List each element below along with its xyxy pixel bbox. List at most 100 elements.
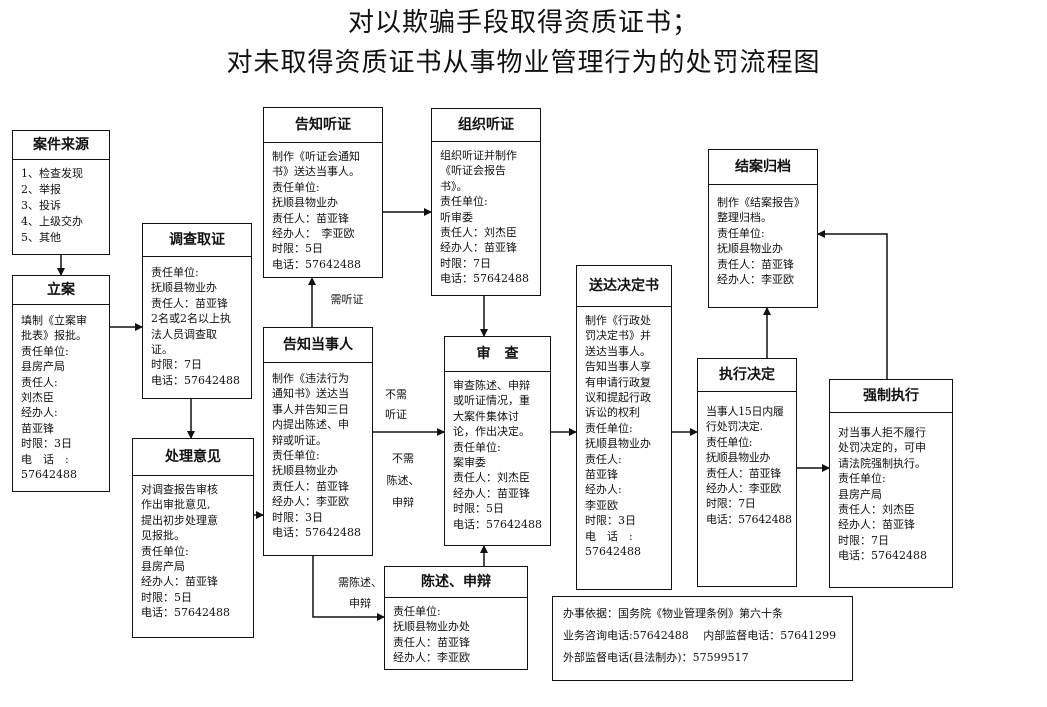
box-line: 制作《违法行为 — [272, 372, 349, 385]
box-statement-body: 责任单位:抚顺县物业办处责任人：苗亚锋经办人：李亚欧 — [385, 598, 527, 668]
box-line: 责任人：刘杰臣 — [838, 503, 915, 517]
box-line: 责任人: — [21, 375, 58, 389]
box-line: 县房产局 — [21, 360, 65, 374]
box-line: 抚顺县物业办 — [585, 437, 651, 451]
box-enforce-title: 强制执行 — [830, 380, 952, 413]
box-line: 县房产局 — [141, 560, 185, 574]
arrow-enforce-archive — [817, 230, 888, 379]
box-line: 电话：57642488 — [838, 549, 927, 563]
box-line: 处罚决定的，可申 — [838, 441, 926, 455]
box-line: 制作《结案报告》 — [717, 196, 805, 209]
box-organize-hearing-body: 组织听证并制作《听证会报告书》。责任单位:听审委责任人：刘杰臣经办人：苗亚锋时限… — [432, 142, 540, 289]
box-line: 议和提起行政 — [585, 391, 651, 405]
box-line: 电话：57642488 — [706, 512, 792, 526]
box-investigate-title: 调查取证 — [143, 224, 251, 257]
box-line: 经办人: — [585, 483, 622, 497]
box-line: 经办人：李亚欧 — [393, 651, 470, 665]
box-line: 责任单位: — [440, 195, 488, 209]
box-organize-hearing: 组织听证 组织听证并制作《听证会报告书》。责任单位:听审委责任人：刘杰臣经办人：… — [431, 108, 541, 296]
box-line: 抚顺县物业办 — [272, 196, 338, 210]
box-line: 时限：5日 — [141, 590, 192, 604]
box-line: 4、上级交办 — [21, 215, 83, 228]
box-case-source-title: 案件来源 — [13, 131, 109, 160]
box-line: 责任单位: — [272, 449, 320, 463]
box-line: 责任单位: — [706, 435, 753, 449]
box-line: 案审委 — [453, 456, 486, 470]
box-line: 事人并告知三日 — [272, 402, 349, 416]
box-line: 或听证情况，重 — [453, 394, 530, 408]
box-line: 制作《听证会通知 — [272, 150, 360, 163]
label-need-hearing: 需听证 — [330, 293, 364, 306]
box-line: 整理归档。 — [717, 211, 772, 225]
box-line: 责任单位: — [141, 544, 189, 558]
box-line: 责任人：刘杰臣 — [440, 226, 517, 240]
box-line: 书》送达当事人。 — [272, 165, 360, 179]
box-review-title: 审 查 — [445, 337, 550, 372]
box-line: 刘杰臣 — [21, 391, 54, 405]
note-basis: 办事依据：国务院《物业管理条例》第六十条 — [563, 607, 783, 620]
box-line: 制作《行政处 — [585, 314, 651, 327]
box-notify-party-body: 制作《违法行为通知书》送达当事人并告知三日内提出陈述、申辩或听证。责任单位:抚顺… — [264, 363, 372, 542]
box-line: 苗亚锋 — [585, 468, 618, 482]
box-line: 法人员调查取 — [151, 327, 217, 341]
title-line-2: 对未取得资质证书从事物业管理行为的处罚流程图 — [226, 48, 821, 78]
box-line: 电 话 : — [585, 529, 633, 543]
box-line: 电话：57642488 — [440, 272, 529, 286]
box-line: 电话：57642488 — [453, 517, 542, 531]
box-line: 责任单位: — [21, 344, 69, 358]
box-line: 经办人：李亚欧 — [717, 273, 794, 287]
box-line: 经办人：苗亚锋 — [141, 575, 218, 589]
box-line: 听审委 — [440, 210, 473, 224]
box-line: 经办人： 李亚欧 — [272, 227, 355, 241]
box-line: 2、举报 — [21, 183, 61, 196]
label-no-statement: 不需 陈述、 申辩 — [386, 452, 420, 509]
box-line: 时限：7日 — [151, 358, 202, 372]
box-opinion-body: 对调查报告审核作出审批意见,提出初步处理意见报批。责任单位:县房产局经办人：苗亚… — [133, 476, 253, 623]
box-line: 罚决定书》并 — [585, 329, 651, 343]
box-statement-title: 陈述、申辩 — [385, 567, 527, 598]
box-enforce: 强制执行 对当事人拒不履行处罚决定的，可申请法院强制执行。责任单位:县房产局责任… — [829, 379, 953, 588]
box-line: 经办人：苗亚锋 — [838, 518, 915, 532]
box-line: 抚顺县物业办处 — [393, 620, 470, 634]
box-opinion: 处理意见 对调查报告审核作出审批意见,提出初步处理意见报批。责任单位:县房产局经… — [132, 438, 254, 638]
box-line: 2名或2名以上执 — [151, 312, 231, 326]
box-notify-party-title: 告知当事人 — [264, 328, 372, 363]
box-line: 电话：57642488 — [151, 373, 240, 387]
box-deliver-decision-title: 送达决定书 — [577, 266, 671, 307]
box-line: 电 话 : — [21, 452, 69, 466]
box-line: 李亚欧 — [585, 498, 618, 512]
box-line: 大案件集体讨 — [453, 409, 519, 423]
box-archive-title: 结案归档 — [709, 150, 817, 185]
box-line: 时限：5日 — [272, 242, 323, 256]
box-line: 辩或听证。 — [272, 433, 327, 447]
box-archive: 结案归档 制作《结案报告》整理归档。责任单位:抚顺县物业办责任人：苗亚锋经办人：… — [708, 149, 818, 308]
box-notify-party: 告知当事人 制作《违法行为通知书》送达当事人并告知三日内提出陈述、申辩或听证。责… — [263, 327, 373, 556]
note-consult: 业务咨询电话:57642488 内部监督电话：57641299 — [563, 629, 837, 642]
box-line: 时限：7日 — [706, 497, 756, 511]
box-line: 县房产局 — [838, 487, 882, 501]
box-line: 经办人：李亚欧 — [272, 495, 349, 509]
box-line: 责任单位: — [151, 266, 199, 279]
box-opinion-title: 处理意见 — [133, 439, 253, 476]
box-line: 有申请行政复 — [585, 375, 651, 389]
box-review-body: 审查陈述、申辩或听证情况，重大案件集体讨论，作出决定。责任单位:案审委责任人：刘… — [445, 372, 550, 534]
label-no-hearing: 不需 听证 — [385, 388, 407, 421]
box-line: 时限：3日 — [21, 437, 72, 451]
arrow-notify-statement — [312, 556, 385, 621]
box-line: 内提出陈述、申 — [272, 418, 349, 432]
box-archive-body: 制作《结案报告》整理归档。责任单位:抚顺县物业办责任人：苗亚锋经办人：李亚欧 — [709, 185, 817, 289]
box-organize-hearing-title: 组织听证 — [432, 109, 540, 142]
box-line: 论，作出决定。 — [453, 425, 530, 439]
box-line: 1、检查发现 — [21, 167, 83, 180]
box-line: 请法院强制执行。 — [838, 456, 926, 470]
box-line: 5、其他 — [21, 231, 61, 244]
box-line: 经办人: — [21, 406, 58, 420]
box-line: 提出初步处理意 — [141, 513, 218, 527]
box-hearing-notice: 告知听证 制作《听证会通知书》送达当事人。责任单位:抚顺县物业办责任人：苗亚锋经… — [263, 107, 383, 278]
box-line: 时限：3日 — [272, 510, 323, 524]
box-execute-decision: 执行决定 当事人15日内履行处罚决定.责任单位:抚顺县物业办责任人：苗亚锋经办人… — [697, 358, 797, 587]
